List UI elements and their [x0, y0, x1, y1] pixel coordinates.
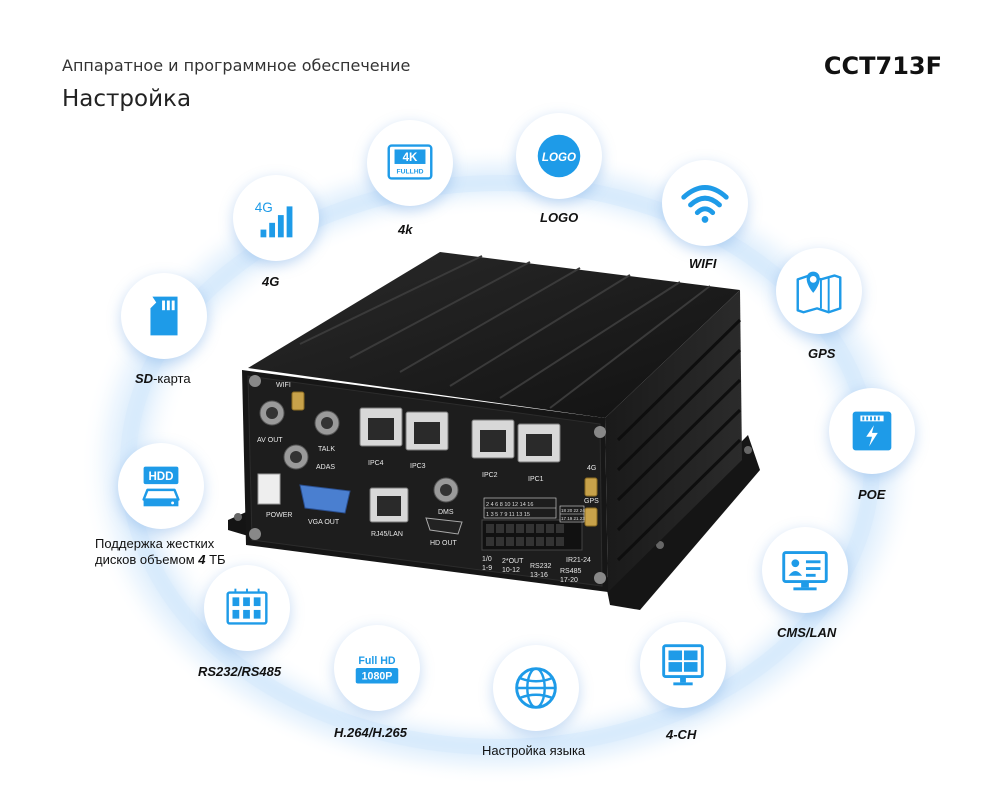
ethernet-port-icon	[829, 388, 915, 474]
feature-label-poe: POE	[858, 487, 886, 502]
4k-fullhd-icon: 4K FULLHD	[367, 120, 453, 206]
pin-label-rs485-range: 17-20	[560, 577, 578, 584]
port-label-ipc4: IPC4	[368, 460, 384, 467]
pin-label-ir: IR21-24	[566, 557, 591, 564]
port-label-power: POWER	[266, 512, 292, 519]
port-label-adas: ADAS	[316, 464, 335, 471]
feature-label-gps: GPS	[808, 346, 836, 361]
fullhd-1080p-icon: Full HD 1080P	[334, 625, 420, 711]
feature-label-4ch: 4-CH	[666, 727, 697, 742]
page-title: Настройка	[62, 86, 192, 112]
port-label-vga-out: VGA OUT	[308, 519, 340, 526]
hdd-label-line2: дисков объемом 4 ТБ	[95, 552, 226, 567]
port-label-ipc3: IPC3	[410, 463, 426, 470]
monitor-grid-icon	[640, 622, 726, 708]
svg-text:Full HD: Full HD	[358, 655, 396, 667]
sd-card-icon	[121, 273, 207, 359]
pin-label-io-range: 1-9	[482, 565, 492, 572]
svg-text:FULLHD: FULLHD	[397, 169, 424, 176]
port-label-hd-out: HD OUT	[430, 540, 458, 547]
port-label-av-out: AV OUT	[257, 437, 283, 444]
feature-label-logo: LOGO	[540, 210, 579, 225]
pin-right-top: 18 20 22 24	[561, 508, 585, 513]
feature-label-hdd: Поддержка жестких дисков объемом 4 ТБ	[95, 536, 226, 568]
feature-label-language: Настройка языка	[482, 743, 586, 758]
map-pin-icon	[776, 248, 862, 334]
pin-right-bottom: 17 19 21 23	[561, 516, 585, 521]
wifi-icon	[662, 160, 748, 246]
svg-text:4K: 4K	[403, 151, 418, 164]
svg-text:1080P: 1080P	[362, 671, 393, 683]
feature-label-cms: CMS/LAN	[777, 625, 837, 640]
svg-text:HDD: HDD	[148, 470, 173, 483]
globe-icon	[493, 645, 579, 731]
feature-label-rs: RS232/RS485	[198, 664, 282, 679]
port-label-talk: TALK	[318, 446, 335, 453]
pin-label-rs232: RS232	[530, 563, 552, 570]
port-label-rj45: RJ45/LAN	[371, 531, 403, 538]
pin-label-io: 1/0	[482, 556, 492, 563]
feature-label-wifi: WIFI	[689, 256, 717, 271]
port-label-wifi: WIFI	[276, 382, 291, 389]
feature-label-4k: 4k	[398, 222, 413, 237]
port-label-gps: GPS	[584, 498, 599, 505]
pin-row-bottom: 1 3 5 7 9 11 13 15	[486, 512, 530, 518]
pin-label-out: 2*OUT	[502, 558, 524, 565]
page-subtitle: Аппаратное и программное обеспечение	[62, 56, 411, 75]
hdd-label-line1: Поддержка жестких	[95, 536, 215, 551]
feature-label-h264: H.264/H.265	[334, 725, 407, 740]
pin-row-top: 2 4 6 8 10 12 14 16	[486, 502, 533, 508]
pin-label-rs485: RS485	[560, 568, 582, 575]
port-label-ipc1: IPC1	[528, 476, 544, 483]
connector-terminal-icon	[204, 565, 290, 651]
pin-label-rs232-range: 13-16	[530, 572, 548, 579]
pin-label-out-range: 10-12	[502, 567, 520, 574]
hdd-icon: HDD	[118, 443, 204, 529]
feature-label-4g: 4G	[262, 274, 280, 289]
feature-label-sd: SD-карта	[135, 371, 191, 386]
port-label-4g: 4G	[587, 465, 596, 472]
signal-4g-icon: 4G	[233, 175, 319, 261]
port-label-dms: DMS	[438, 509, 454, 516]
svg-text:4G: 4G	[255, 200, 273, 215]
port-label-ipc2: IPC2	[482, 472, 498, 479]
logo-badge-icon: LOGO	[516, 113, 602, 199]
monitor-user-icon	[762, 527, 848, 613]
svg-text:LOGO: LOGO	[542, 151, 576, 164]
model-name: CCT713F	[823, 52, 942, 80]
